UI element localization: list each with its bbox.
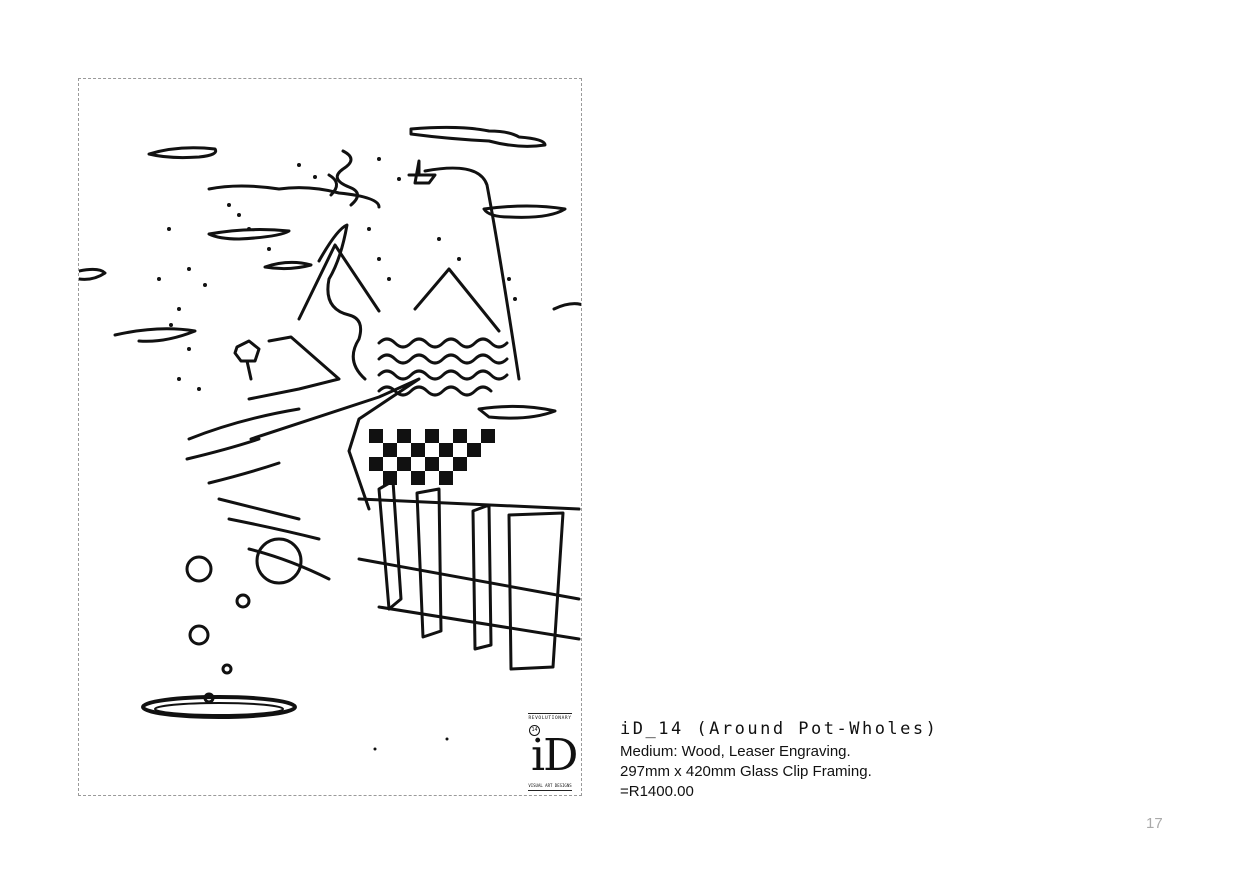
stamp-number: 14 xyxy=(529,725,540,736)
artwork-frame: REVOLUTIONARY 14 iD VISUAL ART DESIGNS xyxy=(78,78,582,796)
pot-hole xyxy=(141,695,297,719)
bubble xyxy=(185,555,213,583)
stamp-logo: iD xyxy=(531,730,578,781)
cloud xyxy=(113,327,197,343)
stipple-dots xyxy=(157,157,517,751)
cloud xyxy=(207,184,381,209)
bubble xyxy=(255,537,303,585)
checker-pattern xyxy=(369,429,495,485)
bubble xyxy=(221,663,233,675)
artwork-size: 297mm x 420mm Glass Clip Framing. xyxy=(620,763,872,780)
cloud xyxy=(147,146,218,160)
artwork-price: =R1400.00 xyxy=(620,783,694,800)
illustration xyxy=(79,125,581,751)
stamp-top-text: REVOLUTIONARY xyxy=(528,716,572,721)
artwork-caption: iD_14 (Around Pot-Wholes) Medium: Wood, … xyxy=(620,719,938,802)
cloud xyxy=(263,260,313,271)
artwork-title: iD_14 (Around Pot-Wholes) xyxy=(620,719,939,739)
bubble xyxy=(235,593,251,609)
stamp-bottom-text: VISUAL ART DESIGNS xyxy=(528,783,572,788)
cloud xyxy=(207,228,291,241)
bubble xyxy=(188,624,210,646)
cloud xyxy=(409,125,547,148)
page-number: 17 xyxy=(1146,815,1163,832)
artist-stamp: REVOLUTIONARY 14 iD VISUAL ART DESIGNS xyxy=(528,713,578,791)
cloud xyxy=(477,404,557,420)
cloud xyxy=(482,204,567,219)
artwork-medium: Medium: Wood, Leaser Engraving. xyxy=(620,743,851,760)
cloud xyxy=(79,267,107,281)
cloud xyxy=(552,302,581,311)
